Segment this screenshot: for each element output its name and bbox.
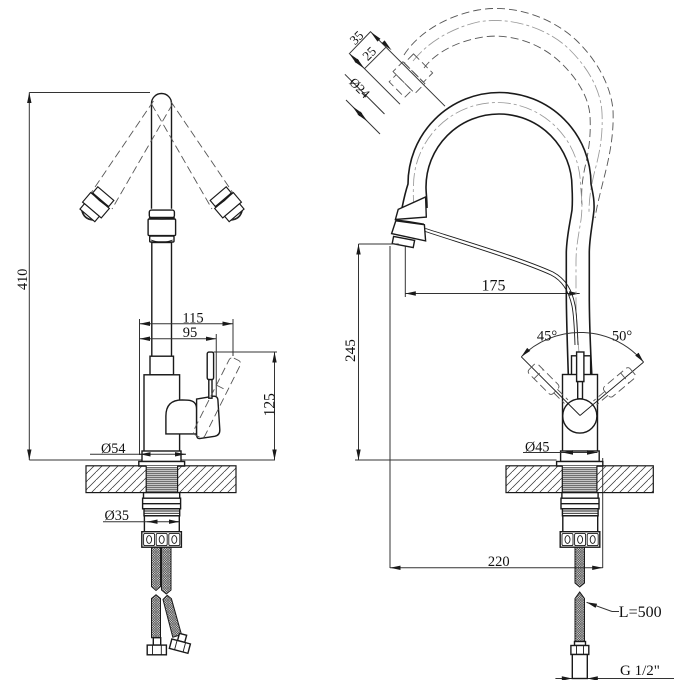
svg-text:G 1/2": G 1/2" <box>620 663 660 679</box>
svg-text:Ø35: Ø35 <box>105 508 129 524</box>
svg-text:50°: 50° <box>612 329 633 345</box>
svg-text:245: 245 <box>342 339 359 362</box>
svg-text:175: 175 <box>482 278 506 295</box>
svg-text:Ø45: Ø45 <box>525 439 549 455</box>
svg-text:220: 220 <box>488 554 510 570</box>
svg-text:125: 125 <box>262 393 279 417</box>
svg-text:L=500: L=500 <box>619 604 662 621</box>
svg-text:Ø54: Ø54 <box>101 441 125 457</box>
svg-text:45°: 45° <box>537 329 558 345</box>
svg-text:410: 410 <box>15 269 31 290</box>
